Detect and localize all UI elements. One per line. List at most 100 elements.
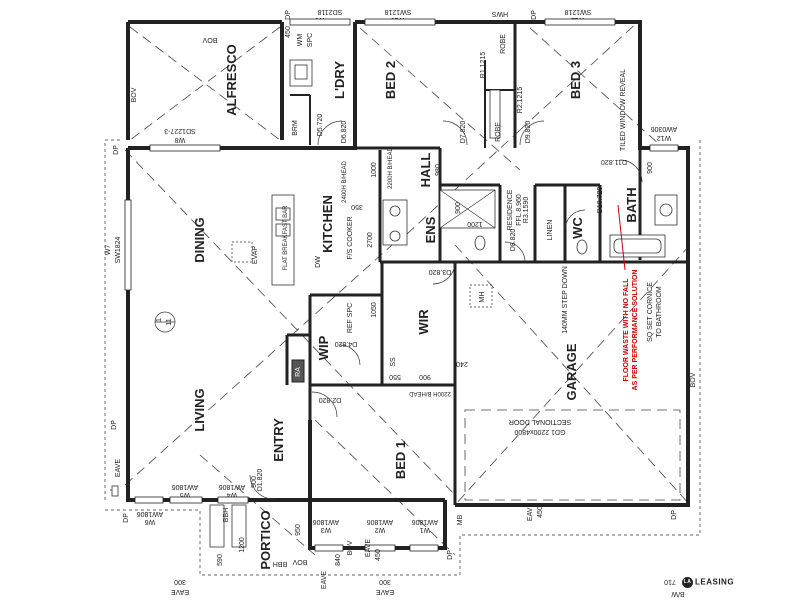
window-w10-size: SW1218 bbox=[384, 8, 411, 15]
label-eave-mid: EAVE bbox=[365, 539, 372, 557]
room-dining: DINING bbox=[192, 217, 207, 263]
room-portico: PORTICO bbox=[258, 510, 273, 569]
door-d2: D2.820 bbox=[319, 396, 342, 403]
room-hall: HALL bbox=[418, 153, 433, 188]
dim-450-eave: 450 bbox=[375, 549, 382, 561]
door-d11: D11.820 bbox=[601, 158, 627, 165]
label-spc: SPC bbox=[307, 33, 314, 47]
dim-350: 350 bbox=[351, 203, 363, 210]
label-wm: WM bbox=[297, 34, 304, 47]
window-w11-size: SW1218 bbox=[564, 8, 591, 15]
label-robe-bed3: ROBE bbox=[495, 122, 502, 142]
label-ref-spc: REF SPC bbox=[347, 303, 354, 333]
label-mh: MH bbox=[479, 292, 486, 303]
section-mark-sheet: 11 bbox=[166, 318, 173, 325]
label-residence: RESIDENCE bbox=[507, 189, 514, 230]
dim-900-bath: 900 bbox=[647, 162, 654, 174]
dim-550: 550 bbox=[389, 373, 401, 380]
dim-900-wir: 900 bbox=[419, 373, 431, 380]
dim-590: 590 bbox=[217, 554, 224, 566]
room-bed-2: BED 2 bbox=[383, 61, 398, 99]
dim-240: 240 bbox=[456, 360, 468, 367]
label-dp-corner: DP bbox=[671, 510, 678, 520]
window-w7-size: SW1824 bbox=[115, 236, 122, 263]
label-evap: EVAP bbox=[252, 246, 259, 264]
hot-water-system: HWS bbox=[492, 10, 509, 17]
dim-450-garage: 450 bbox=[537, 506, 544, 518]
dim-950: 950 bbox=[295, 524, 302, 536]
window-w5-size: AW1806 bbox=[172, 483, 199, 490]
label-bulkhead-2400: 2400H B/HEAD bbox=[342, 160, 348, 202]
label-flat-breakfast-bar: FLAT BREAKFAST BAR bbox=[283, 205, 289, 271]
label-eave-bottom-2: EAVE bbox=[376, 588, 394, 595]
robe-r2: R2.1215 bbox=[517, 87, 524, 114]
window-w6-size: AW1806 bbox=[137, 510, 164, 517]
window-w3-size: AW1806 bbox=[313, 518, 340, 525]
dim-900-entry: 900 bbox=[251, 476, 258, 488]
window-w2-size: AW1806 bbox=[367, 518, 394, 525]
label-bov-entry: BOV bbox=[347, 540, 354, 555]
note-leader-line bbox=[617, 204, 626, 271]
room-wc: WC bbox=[570, 217, 585, 239]
note-floor-waste: FLOOR WASTE WITH NO FALL bbox=[623, 278, 630, 382]
label-tiled-window-reveal: TILED WINDOW REVEAL bbox=[620, 69, 627, 151]
window-w12: W12 bbox=[657, 134, 672, 141]
portico-column bbox=[209, 504, 225, 548]
label-dp-right: DP bbox=[531, 10, 538, 20]
window-w7: W7 bbox=[105, 245, 112, 256]
section-mark-number: 1 bbox=[156, 318, 163, 322]
label-bbh-entry: BBH bbox=[273, 560, 287, 567]
room-laundry: L'DRY bbox=[332, 61, 347, 99]
door-d9: D9.820 bbox=[525, 121, 532, 144]
room-wip: WIP bbox=[316, 335, 331, 360]
door-d3: D3.820 bbox=[429, 268, 452, 275]
window-w3: W3 bbox=[321, 526, 332, 533]
label-ra: RA bbox=[295, 367, 302, 377]
label-dim-710: 710 bbox=[664, 578, 676, 585]
window-w8-size: SD1227-3 bbox=[164, 127, 196, 134]
room-entry: ENTRY bbox=[271, 418, 286, 462]
door-d8: D8.820 bbox=[510, 229, 517, 252]
room-bed-3: BED 3 bbox=[568, 61, 583, 99]
garage-door-gd1: GD1 2200x4800 bbox=[514, 428, 565, 435]
window-w2: W2 bbox=[375, 526, 386, 533]
door-d7: D7.820 bbox=[460, 121, 467, 144]
dim-1000: 1000 bbox=[371, 162, 378, 178]
label-robe-bed2: ROBE bbox=[500, 34, 507, 54]
room-garage: GARAGE bbox=[564, 343, 579, 400]
label-bov-portico: BOV bbox=[292, 558, 307, 565]
door-d6: D6.820 bbox=[341, 121, 348, 144]
label-dp-bottom-left: DP bbox=[111, 420, 118, 430]
note-cornice-1: SQ SET CORNICE bbox=[647, 282, 654, 342]
dim-450-top: 450 bbox=[285, 26, 292, 38]
label-bov-right: BOV bbox=[690, 372, 697, 387]
window-glazing bbox=[124, 18, 679, 552]
window-w6: W6 bbox=[145, 518, 156, 525]
label-step-down: 140MM STEP DOWN bbox=[562, 266, 569, 334]
room-alfresco: ALFRESCO bbox=[224, 44, 239, 116]
room-living: LIVING bbox=[192, 388, 207, 431]
garage-door-outline bbox=[464, 409, 681, 501]
note-cornice-2: TO BATHROOM bbox=[656, 286, 663, 338]
dim-840: 840 bbox=[335, 554, 342, 566]
dim-900-ens: 900 bbox=[455, 202, 462, 214]
portico-column bbox=[231, 504, 247, 548]
label-bbh-portico: BBH bbox=[223, 508, 230, 522]
label-bov-left: BOV bbox=[131, 87, 138, 102]
door-d4: D4.820 bbox=[335, 340, 358, 347]
window-w1: W1 bbox=[420, 526, 431, 533]
external-walls bbox=[126, 20, 690, 550]
room-bed-1: BED 1 bbox=[393, 441, 408, 479]
label-eave-bottom: EAVE bbox=[171, 588, 189, 595]
window-w12-size: AW0306 bbox=[651, 125, 678, 132]
window-w4: W4 bbox=[227, 491, 238, 498]
label-ss: SS bbox=[390, 357, 397, 367]
room-wir: WIR bbox=[416, 309, 431, 335]
dim-980: 980 bbox=[435, 164, 442, 176]
label-dp-left: DP bbox=[113, 145, 120, 155]
robe-r3: R3.1590 bbox=[523, 197, 530, 224]
label-dp-lower-left: DP bbox=[123, 513, 130, 523]
room-labels: ALFRESCO L'DRY BED 2 BED 3 DINING KITCHE… bbox=[192, 44, 639, 569]
label-dp-bottom: DP bbox=[447, 550, 454, 560]
label-eave-right: EAVE bbox=[527, 503, 534, 521]
